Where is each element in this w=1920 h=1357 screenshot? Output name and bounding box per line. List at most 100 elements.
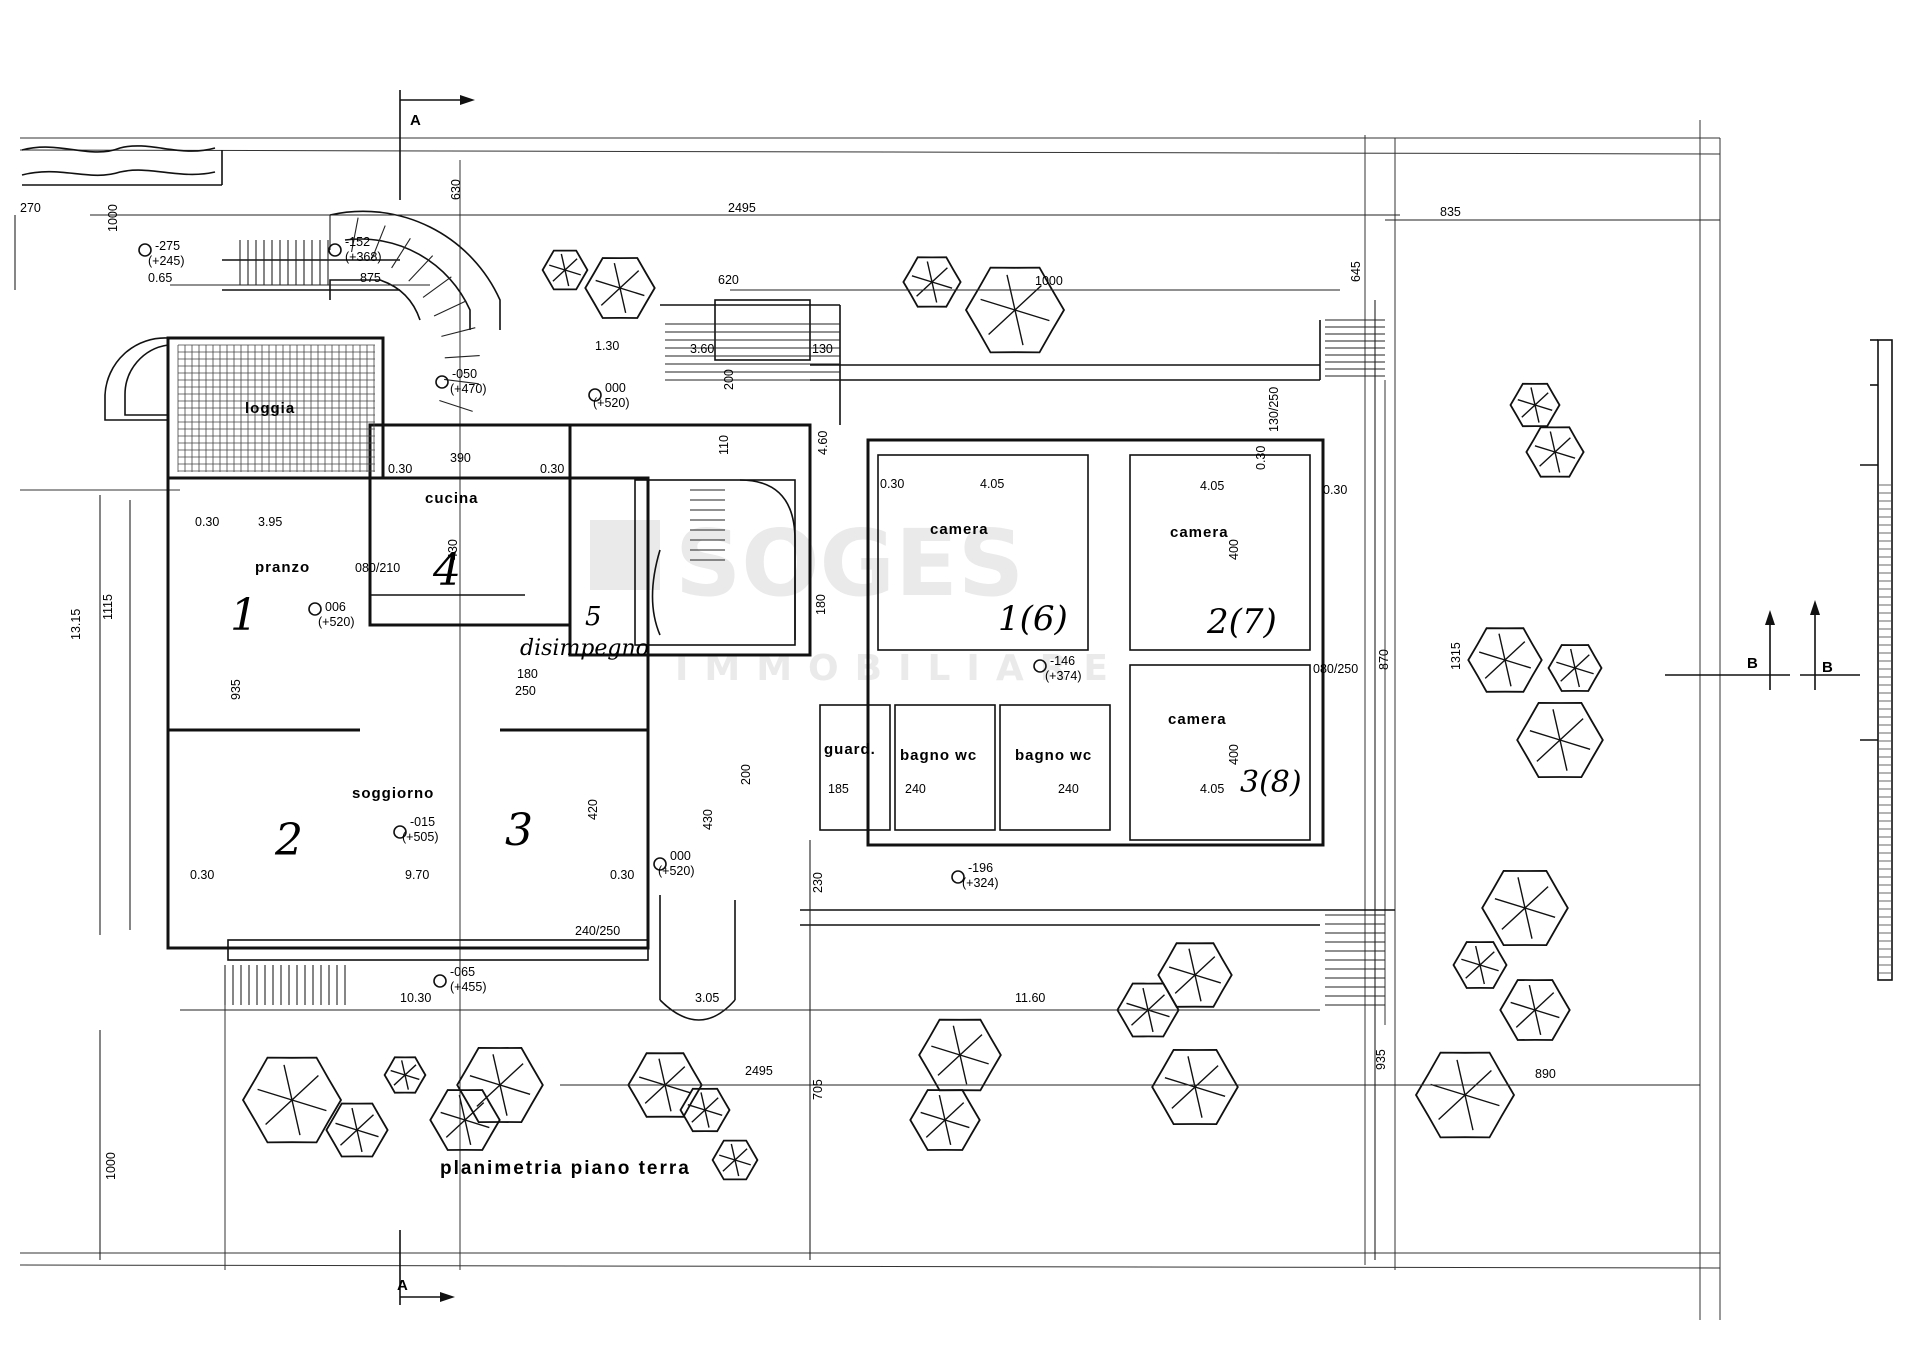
- svg-text:(+368): (+368): [345, 250, 381, 264]
- svg-text:(+520): (+520): [318, 615, 354, 629]
- tree-symbol: [1467, 627, 1543, 693]
- tree-symbol: [711, 1139, 759, 1181]
- svg-text:2495: 2495: [745, 1064, 773, 1078]
- svg-text:3.60: 3.60: [690, 342, 714, 356]
- svg-text:3: 3: [505, 805, 533, 856]
- svg-text:4.05: 4.05: [1200, 782, 1224, 796]
- svg-text:1.30: 1.30: [595, 339, 619, 353]
- svg-text:180: 180: [517, 667, 538, 681]
- svg-text:3(8): 3(8): [1240, 765, 1302, 800]
- svg-text:006: 006: [325, 600, 346, 614]
- svg-text:185: 185: [828, 782, 849, 796]
- trees: [241, 249, 1604, 1181]
- tree-symbol: [584, 257, 656, 319]
- svg-text:2: 2: [274, 815, 303, 866]
- svg-text:630: 630: [449, 179, 463, 200]
- room-loggia: loggia: [245, 400, 295, 417]
- tree-symbol: [1452, 941, 1508, 989]
- room-guard: guard.: [824, 741, 876, 758]
- svg-text:080/250: 080/250: [1313, 662, 1358, 676]
- svg-text:200: 200: [722, 369, 736, 390]
- svg-text:420: 420: [586, 799, 600, 820]
- tree-symbol: [1516, 701, 1604, 779]
- svg-text:430: 430: [701, 809, 715, 830]
- drawing-title: planimetria piano terra: [440, 1158, 691, 1179]
- svg-text:1115: 1115: [101, 594, 115, 620]
- svg-text:180: 180: [814, 594, 828, 615]
- loggia-grid: [177, 344, 375, 472]
- svg-text:-146: -146: [1050, 654, 1075, 668]
- svg-text:130/250: 130/250: [1267, 387, 1281, 432]
- tree-symbol: [1547, 644, 1603, 692]
- svg-text:-196: -196: [968, 861, 993, 875]
- svg-text:(+520): (+520): [658, 864, 694, 878]
- section-b-left: B: [1665, 610, 1790, 690]
- svg-text:B: B: [1822, 659, 1834, 676]
- svg-text:3.95: 3.95: [258, 515, 282, 529]
- tree-symbol: [456, 1046, 544, 1124]
- tree-symbol: [1499, 979, 1571, 1041]
- svg-text:250: 250: [515, 684, 536, 698]
- svg-text:(+374): (+374): [1045, 669, 1081, 683]
- room-cucina: cucina: [425, 490, 479, 507]
- svg-text:110: 110: [717, 435, 731, 455]
- dimension-lines: [14, 214, 1720, 1260]
- svg-text:(+505): (+505): [402, 830, 438, 844]
- tree-symbol: [1509, 382, 1561, 428]
- svg-text:0.30: 0.30: [195, 515, 219, 529]
- section-b-right: B: [1800, 600, 1860, 690]
- svg-text:240: 240: [905, 782, 926, 796]
- svg-text:-275: -275: [155, 239, 180, 253]
- room-bagno-wc-1: bagno wc: [900, 747, 977, 764]
- room-bagno-wc-2: bagno wc: [1015, 747, 1092, 764]
- watermark-brand: SOGES: [675, 510, 1024, 617]
- svg-text:(+324): (+324): [962, 876, 998, 890]
- tree-symbol: [1151, 1048, 1239, 1126]
- svg-text:4.60: 4.60: [816, 431, 830, 455]
- svg-text:1000: 1000: [106, 204, 120, 232]
- svg-text:1(6): 1(6): [998, 599, 1068, 639]
- svg-text:0.30: 0.30: [540, 462, 564, 476]
- svg-text:10.30: 10.30: [400, 991, 431, 1005]
- handwritten-numbers: 1 2 3 4 5 1(6) 2(7) 3(8): [230, 545, 1302, 866]
- svg-text:0.30: 0.30: [880, 477, 904, 491]
- tree-symbol: [909, 1089, 981, 1151]
- tree-symbol: [1414, 1051, 1516, 1139]
- tree-symbol: [1525, 426, 1585, 478]
- svg-text:5: 5: [585, 602, 602, 632]
- tree-symbol: [541, 249, 589, 291]
- svg-text:835: 835: [1440, 205, 1461, 219]
- svg-text:9.70: 9.70: [405, 868, 429, 882]
- svg-text:-065: -065: [450, 965, 475, 979]
- svg-text:400: 400: [1227, 539, 1241, 560]
- svg-text:430: 430: [446, 539, 460, 560]
- svg-text:0.30: 0.30: [1254, 446, 1268, 470]
- side-elevation-strip: [1860, 339, 1893, 981]
- section-a-top: A: [399, 90, 475, 200]
- svg-text:-015: -015: [410, 815, 435, 829]
- room-pranzo: pranzo: [255, 559, 310, 576]
- tree-symbol: [902, 256, 962, 308]
- svg-text:1000: 1000: [1035, 274, 1063, 288]
- svg-text:0.30: 0.30: [388, 462, 412, 476]
- svg-text:B: B: [1747, 655, 1759, 672]
- svg-text:1315: 1315: [1449, 642, 1463, 670]
- svg-text:870: 870: [1377, 649, 1391, 670]
- svg-text:13.15: 13.15: [69, 609, 83, 640]
- tree-symbol: [679, 1087, 731, 1133]
- svg-text:875: 875: [360, 271, 381, 285]
- svg-text:935: 935: [1374, 1049, 1388, 1070]
- svg-text:(+520): (+520): [593, 396, 629, 410]
- svg-text:4: 4: [432, 545, 461, 596]
- svg-text:11.60: 11.60: [1015, 991, 1045, 1005]
- dimension-texts: 2495 835 270 1000 630 0.65 875 620 1000 …: [20, 179, 1556, 1180]
- room-camera-1: camera: [930, 521, 989, 538]
- svg-text:4.05: 4.05: [980, 477, 1004, 491]
- room-disimpegno: disimpegno: [520, 636, 649, 661]
- svg-text:4.05: 4.05: [1200, 479, 1224, 493]
- svg-text:240/250: 240/250: [575, 924, 620, 938]
- svg-text:1000: 1000: [104, 1152, 118, 1180]
- svg-text:(+455): (+455): [450, 980, 486, 994]
- svg-text:2(7): 2(7): [1206, 602, 1277, 642]
